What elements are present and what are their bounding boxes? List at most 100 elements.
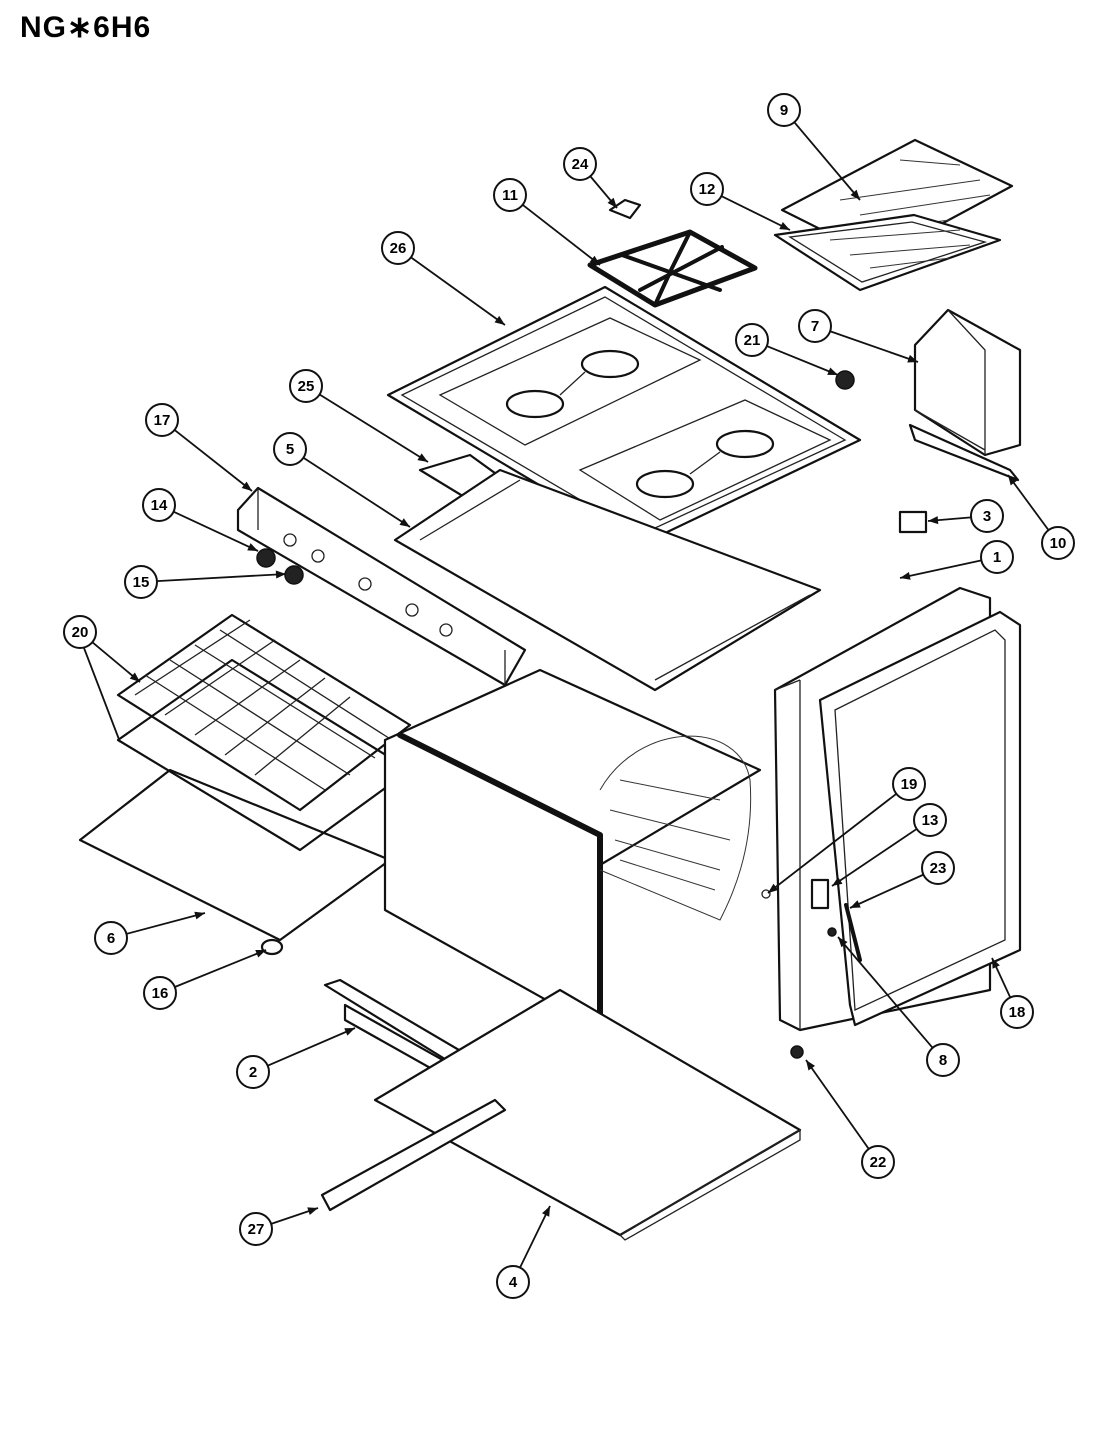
leader-arrow-11 — [589, 255, 600, 265]
callout-circle-15 — [124, 565, 158, 599]
leader-line-8 — [837, 936, 934, 1049]
callout-label-27: 27 — [248, 1221, 265, 1238]
callout-label-20: 20 — [72, 624, 89, 641]
callout-18: 18 — [991, 957, 1034, 1029]
callout-12: 12 — [690, 172, 791, 231]
callout-circle-16 — [143, 976, 177, 1010]
callout-13: 13 — [831, 803, 947, 887]
callout-circle-6 — [94, 921, 128, 955]
leader-line-2 — [267, 1027, 356, 1067]
callout-label-11: 11 — [502, 187, 518, 204]
part-20-oven-racks — [116, 613, 412, 852]
callout-circle-1 — [980, 540, 1014, 574]
leader-line-20 — [91, 641, 141, 683]
part-19-screw — [761, 889, 771, 899]
callout-15: 15 — [124, 565, 287, 599]
callout-label-7: 7 — [811, 318, 819, 335]
leader-arrow-22 — [806, 1060, 816, 1071]
oven-cavity — [383, 668, 762, 1033]
callout-14: 14 — [142, 488, 259, 552]
leader-arrow-15 — [275, 570, 286, 579]
callout-label-12: 12 — [699, 181, 716, 198]
leader-arrow-18 — [992, 958, 1000, 969]
callout-1: 1 — [899, 540, 1014, 580]
callout-20: 20 — [63, 615, 141, 683]
callout-9: 9 — [767, 93, 861, 201]
callout-circle-17 — [145, 403, 179, 437]
callout-25: 25 — [289, 369, 429, 463]
callout-label-24: 24 — [572, 156, 589, 173]
callout-label-8: 8 — [939, 1052, 947, 1069]
callout-5: 5 — [273, 432, 411, 528]
part-4-bottom-panel — [373, 988, 802, 1241]
leader-line-10 — [1007, 474, 1050, 531]
callout-circle-12 — [690, 172, 724, 206]
leader-line-23 — [849, 873, 924, 909]
callout-circle-2 — [236, 1055, 270, 1089]
part-24-clip — [608, 198, 642, 220]
leader-line-26 — [410, 256, 506, 326]
leader-arrow-27 — [307, 1207, 318, 1215]
callout-27: 27 — [239, 1207, 319, 1246]
callout-label-6: 6 — [107, 930, 115, 947]
part-3-switch — [898, 510, 928, 534]
callout-label-18: 18 — [1009, 1004, 1026, 1021]
callout-circle-3 — [970, 499, 1004, 533]
callout-label-1: 1 — [993, 549, 1001, 566]
callout-circle-21 — [735, 323, 769, 357]
leader-arrow-19 — [768, 883, 779, 893]
leader-line-15 — [156, 573, 287, 583]
leader-arrow-12 — [779, 221, 790, 230]
callout-8: 8 — [837, 936, 960, 1077]
leader-arrow-1 — [900, 571, 911, 580]
leader-line-25 — [319, 393, 429, 463]
callout-16: 16 — [143, 949, 267, 1010]
leader-arrow-3 — [928, 516, 939, 525]
leader-arrow-25 — [417, 453, 428, 462]
callout-21: 21 — [735, 323, 839, 376]
leader-line-5 — [302, 456, 411, 528]
part-10-trim — [908, 423, 1020, 482]
part-23-spring — [844, 903, 862, 962]
leader-line-17 — [174, 429, 253, 492]
callout-24: 24 — [563, 147, 618, 209]
part-5-burner-pan — [393, 468, 822, 692]
part-14-knob — [256, 548, 276, 568]
callout-label-5: 5 — [286, 441, 294, 458]
part-6-drawer-frame — [78, 768, 392, 942]
callout-10: 10 — [1007, 474, 1075, 560]
callout-circle-14 — [142, 488, 176, 522]
callout-2: 2 — [236, 1027, 356, 1089]
leader-arrow-10 — [1008, 475, 1018, 486]
callout-circle-8 — [926, 1043, 960, 1077]
callout-label-10: 10 — [1050, 535, 1067, 552]
callout-label-2: 2 — [249, 1064, 257, 1081]
part-8-screw — [827, 927, 837, 937]
callout-23: 23 — [849, 851, 955, 909]
callout-label-21: 21 — [744, 332, 761, 349]
callout-circle-5 — [273, 432, 307, 466]
leader-arrow-20 — [129, 672, 140, 682]
leader-line-9 — [793, 121, 861, 201]
callout-circle-4 — [496, 1265, 530, 1299]
callout-6: 6 — [94, 911, 206, 955]
callout-circle-25 — [289, 369, 323, 403]
part-11-grate — [587, 229, 758, 308]
part-17-control-panel — [236, 486, 527, 687]
leader-line-11 — [522, 204, 601, 266]
leader-arrow-21 — [827, 367, 838, 375]
leader-line-4 — [519, 1205, 551, 1269]
leader-line-12 — [720, 195, 791, 231]
callout-11: 11 — [493, 178, 601, 266]
callout-circle-24 — [563, 147, 597, 181]
callout-label-13: 13 — [922, 812, 939, 829]
leader-arrow-23 — [850, 900, 861, 908]
leader-line-21 — [766, 345, 839, 376]
leader-arrow-16 — [255, 950, 266, 958]
callout-4: 4 — [496, 1205, 551, 1299]
callout-3: 3 — [927, 499, 1004, 533]
leader-arrow-9 — [850, 189, 860, 200]
part-16-foot — [260, 938, 284, 956]
callout-circle-19 — [892, 767, 926, 801]
